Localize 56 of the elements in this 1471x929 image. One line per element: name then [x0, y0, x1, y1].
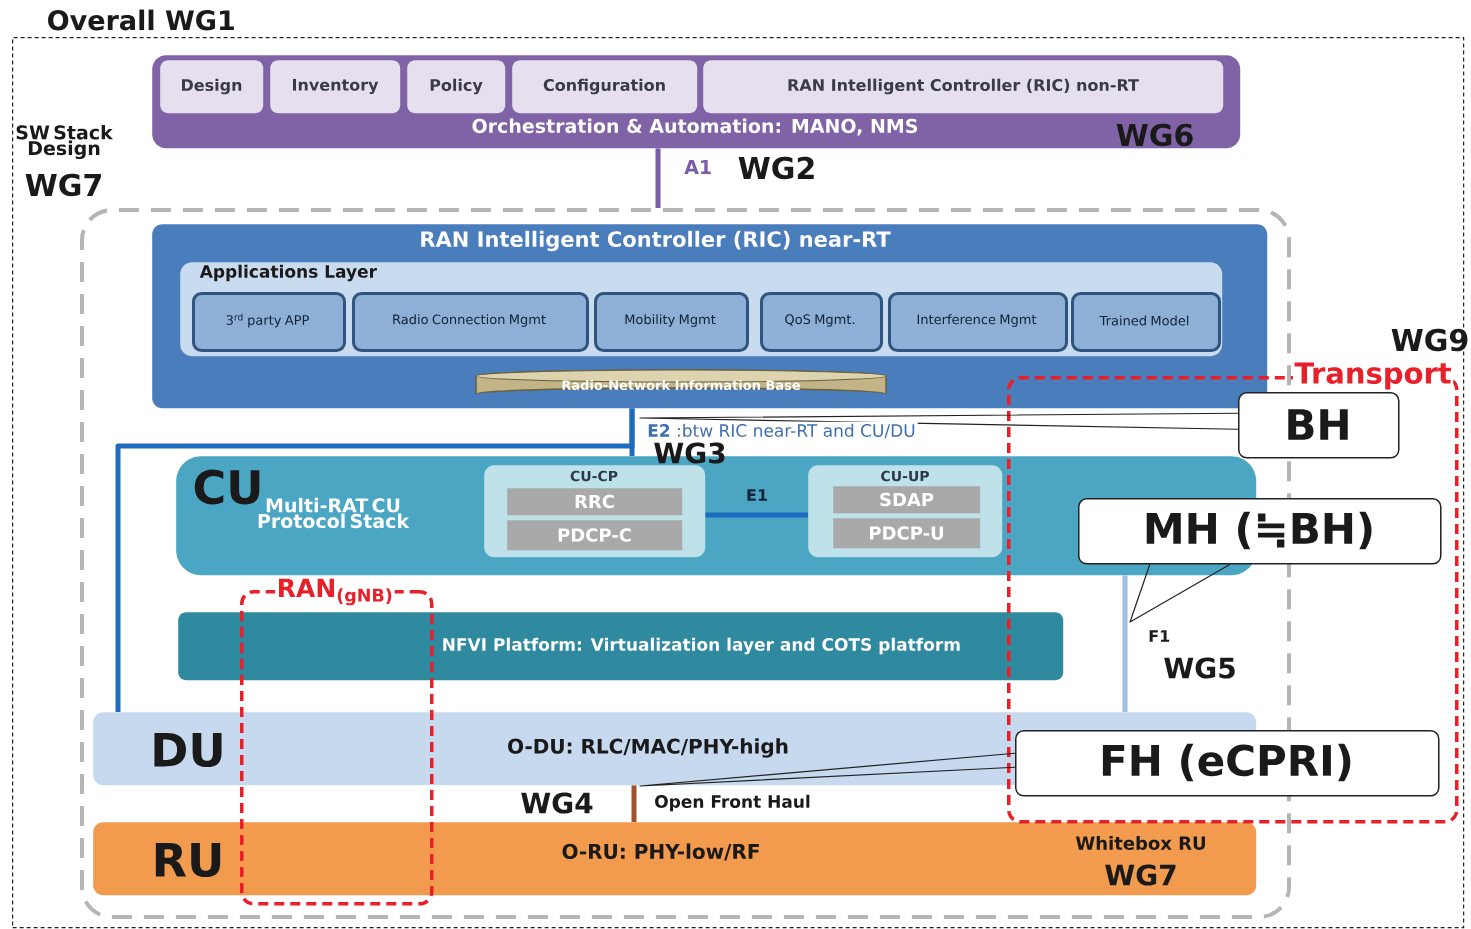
box-label: RRC — [575, 494, 614, 509]
group-label: WG2 — [738, 156, 814, 180]
edge-label: F1 — [1146, 628, 1173, 644]
leader-line — [639, 412, 1239, 430]
interface-line — [115, 408, 635, 712]
box-label: SDAP — [880, 492, 934, 507]
box-label: Mobility Mgmt — [625, 314, 716, 327]
edge-label: E2 :btw RIC near-RT and CU/DU — [645, 421, 918, 441]
block-subtitle: Multi-RAT CU Protocol Stack — [258, 497, 410, 529]
group-label: WG7 — [25, 173, 101, 197]
callout-label: BH — [1288, 409, 1348, 440]
box-label: Configuration — [543, 78, 665, 95]
panel-title: CU-UP — [881, 470, 929, 482]
edge-label: A1 — [682, 158, 715, 176]
callout-label: FH (eCPRI) — [1102, 743, 1351, 782]
edge-label: E1 — [744, 487, 771, 503]
bar-label: NFVI Platform: Virtualization layer and COTS platform — [443, 637, 960, 655]
group-label: WG6 — [1116, 123, 1193, 147]
block-title: CU — [194, 469, 260, 505]
panel-title: CU-CP — [570, 470, 618, 482]
interface-line — [705, 512, 808, 518]
box-label: Policy — [430, 78, 483, 95]
leader-line — [639, 752, 1016, 787]
callout-label: MH (≒BH) — [1146, 511, 1372, 550]
band-label: O-RU: PHY-low/RF — [562, 843, 759, 861]
box-label: Inventory — [293, 78, 379, 95]
box-label: Trained Model — [1099, 315, 1189, 326]
band-title: RU — [155, 842, 221, 878]
frame-heading: Overall WG1 — [48, 9, 234, 31]
band-title: Orchestration & Automation: MANO, NMS — [472, 118, 918, 136]
group-label: WG4 — [521, 792, 593, 814]
box-label: Radio Connection Mgmt — [393, 314, 546, 327]
box-label: Design — [182, 78, 242, 95]
box-title: RAN Intelligent Controller (RIC) near-RT — [421, 230, 891, 252]
outline-title: RAN$_{(gNB)}$ — [275, 577, 395, 607]
side-label: SW Stack Design — [16, 124, 114, 160]
interface-line — [1122, 575, 1128, 712]
box-label: PDCP-U — [870, 526, 944, 540]
interface-line — [655, 148, 661, 208]
band-title: DU — [154, 732, 222, 768]
group-label: WG5 — [1164, 657, 1235, 679]
panel-title: Applications Layer — [199, 264, 377, 282]
interface-line — [631, 785, 637, 822]
edge-label: Open Front Haul — [652, 792, 813, 814]
leader-line — [1129, 563, 1231, 623]
box-label: 3$^{rd}$ party APP — [226, 313, 309, 328]
box-label: PDCP-C — [558, 528, 631, 542]
outline-title: Transport — [1292, 360, 1454, 392]
band-label: O-DU: RLC/MAC/PHY-high — [508, 738, 788, 758]
box-label: Interference Mgmt — [917, 314, 1037, 327]
band-note: Whitebox RU — [1075, 836, 1205, 850]
cylinder-label: Radio-Network Information Base — [562, 379, 801, 391]
group-label: WG9 — [1391, 328, 1468, 352]
box-label: QoS Mgmt. — [785, 314, 855, 327]
box-label: RAN Intelligent Controller (RIC) non-RT — [788, 78, 1139, 95]
group-label: WG7 — [1105, 864, 1176, 886]
